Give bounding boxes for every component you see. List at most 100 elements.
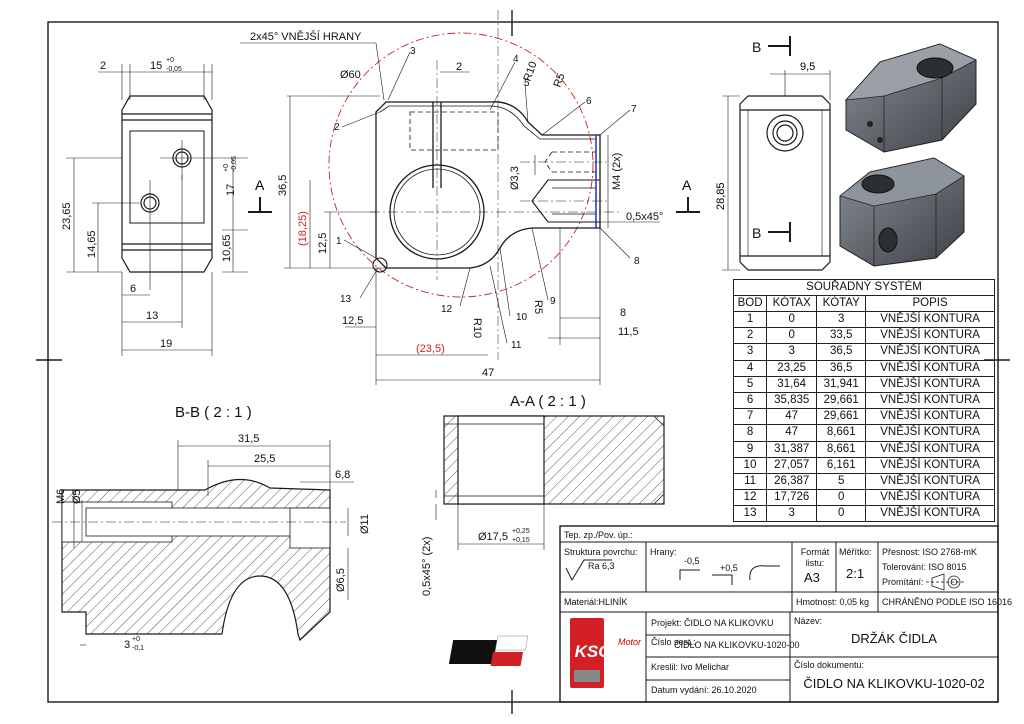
table-cell: 29,661 (816, 391, 867, 410)
table-cell: 5 (816, 472, 867, 491)
coordinate-table-header: KÓTAX (766, 295, 818, 312)
dim-label: (18,25) (297, 211, 309, 246)
hrany-minus: -0,5 (684, 556, 700, 566)
table-cell: VNĚJŠÍ KONTURA (865, 472, 995, 491)
logo-sport-text: Sport (617, 654, 639, 664)
svg-text:4: 4 (513, 54, 519, 65)
dim-label: M6 (55, 489, 67, 504)
dim-label: 19 (160, 338, 172, 350)
cislo-sest-value: ČIDLO NA KLIKOVKU-1020-00 (674, 640, 800, 650)
table-cell: 3 (816, 310, 867, 329)
dim-label: R5 (552, 72, 568, 89)
svg-text:11: 11 (511, 340, 522, 351)
table-cell: 27,057 (766, 456, 818, 474)
ksg-logo (448, 618, 604, 688)
table-cell: 8,661 (816, 424, 867, 442)
balloon-labels: 1 2 3 4 5 6 7 8 9 10 11 12 13 (334, 46, 640, 351)
section-bb (52, 440, 354, 646)
dim-label: R10 (471, 318, 483, 338)
material: Materiál:HLINÍK (564, 597, 628, 607)
dim-label: Ø17,5 (478, 531, 508, 543)
svg-text:12: 12 (441, 304, 453, 315)
dim-label: +0 (166, 57, 174, 64)
roughness-value: Ra 6,3 (588, 561, 615, 571)
svg-text:10: 10 (516, 312, 528, 323)
dim-label: 15 (150, 60, 162, 72)
isometric-render-top (845, 43, 977, 153)
table-cell: 11 (732, 472, 768, 491)
table-cell: 47 (766, 408, 818, 426)
dim-label: 12,5 (342, 315, 363, 327)
table-cell: 36,5 (816, 359, 867, 377)
dim-label: 6 (130, 283, 136, 295)
dim-label: 0,5x45° (2x) (421, 537, 433, 596)
format-value: A3 (804, 570, 820, 585)
svg-text:9: 9 (550, 296, 556, 307)
dim-label: 8 (620, 307, 626, 319)
section-a-markers (248, 197, 700, 213)
logo-motor-text: Motor (618, 637, 642, 647)
dim-label: -0,05 (166, 66, 182, 73)
cislo-sest-label: Číslo sest.: (651, 637, 696, 647)
table-cell: 29,661 (816, 408, 867, 426)
table-cell: 3 (766, 505, 818, 523)
view-side (722, 36, 831, 271)
table-cell: 8,661 (816, 440, 867, 458)
struktura-label: Struktura povrchu: (564, 547, 638, 557)
section-aa-title: A-A ( 2 : 1 ) (510, 393, 586, 410)
dim-label: 31,5 (238, 433, 259, 445)
hrany-plus: +0,5 (720, 563, 738, 573)
meritko-label: Měřítko: (839, 547, 872, 557)
section-b-label-bottom: B (752, 225, 761, 241)
table-cell: VNĚJŠÍ KONTURA (865, 343, 995, 361)
title-block-grid (559, 525, 999, 703)
dim-label: -0,05 (231, 156, 238, 172)
table-cell: 12 (732, 489, 768, 507)
table-cell: 17,726 (766, 489, 818, 507)
dim-label: 36,5 (277, 175, 289, 196)
table-cell: 36,5 (816, 343, 867, 361)
dim-label: M4 (2x) (611, 153, 623, 190)
hmotnost: Hmotnost: 0,05 kg (796, 597, 870, 607)
table-cell: VNĚJŠÍ KONTURA (865, 310, 995, 329)
dim-label: 12,5 (317, 233, 329, 254)
table-cell: 2 (732, 327, 768, 345)
table-cell: 8 (732, 424, 768, 442)
isometric-render-bottom (839, 157, 965, 267)
table-cell: 3 (732, 343, 768, 361)
sheet-frame (47, 21, 999, 703)
table-cell: 35,835 (766, 391, 818, 410)
section-bb-labels: B-B ( 2 : 1 ) 31,5 25,5 6,8 M6 Ø5 Ø11 Ø6… (55, 404, 371, 652)
dim-label: 2 (100, 60, 106, 72)
hrany-label: Hrany: (650, 547, 677, 557)
table-cell: 26,387 (766, 472, 818, 491)
view-front-labels: 2x45° VNĚJŠÍ HRANY Ø60 2 R10 R5 36,5 (18… (250, 30, 663, 379)
presnost: Přesnost: ISO 2768-mK (882, 547, 978, 557)
svg-text:13: 13 (340, 294, 352, 305)
dim-label: +0,25 (512, 528, 530, 535)
coordinate-table-header: KÓTAY (816, 295, 867, 312)
dim-label: Ø60 (340, 69, 361, 81)
dim-label: +0 (223, 164, 230, 172)
dim-label: 3 (124, 639, 130, 651)
dim-label: 25,5 (254, 453, 275, 465)
table-cell: 31,64 (766, 375, 818, 393)
cislo-dokumentu-value: ČIDLO NA KLIKOVKU-1020-02 (803, 676, 985, 691)
table-cell: 0 (766, 327, 818, 345)
svg-text:1: 1 (336, 236, 342, 247)
reference-circle-d60 (328, 32, 594, 298)
table-cell: 3 (766, 343, 818, 361)
cislo-dokumentu-label: Číslo dokumentu: (794, 660, 865, 670)
table-cell: 7 (732, 408, 768, 426)
format-label: Formát listu: (800, 547, 830, 568)
section-aa-labels: A-A ( 2 : 1 ) 0,5x45° (2x) Ø17,5 +0,25 +… (421, 393, 586, 596)
projekt: Projekt: ČIDLO NA KLIKOVKU (651, 618, 774, 628)
